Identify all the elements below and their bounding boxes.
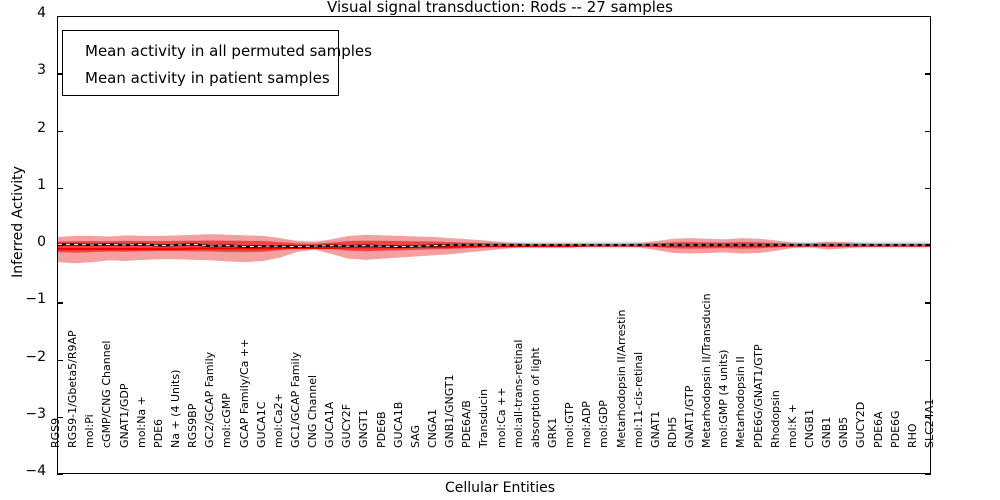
- x-tick-label: PDE6A: [871, 411, 885, 448]
- x-tick-label: GUCY2D: [854, 401, 868, 448]
- x-tick-label: mol:Ca ++: [494, 387, 508, 448]
- x-tick-label: CNGB1: [803, 409, 817, 448]
- x-tick-label: Transducin: [477, 388, 491, 448]
- x-tick-label: GNAT1: [648, 410, 662, 448]
- x-tick-label: CNG Channel: [306, 374, 320, 448]
- x-tick-label: GUCA1C: [254, 401, 268, 448]
- plot-svg: [58, 234, 930, 264]
- y-tick-mark: [57, 474, 63, 476]
- y-tick-mark: [925, 416, 931, 419]
- x-tick-label: Na + (4 Units): [168, 369, 182, 448]
- y-tick-mark: [925, 245, 931, 247]
- y-tick-mark: [57, 302, 63, 304]
- x-tick-label: GNB1: [820, 416, 834, 448]
- x-tick-label: GUCA1B: [391, 401, 405, 448]
- y-tick-label: −4: [25, 463, 46, 479]
- x-tick-label: mol:ADP: [580, 401, 594, 448]
- x-tick-label: mol:GMP (4 units): [717, 349, 731, 448]
- x-tick-label: SLC24A1: [923, 398, 936, 448]
- y-tick-mark: [57, 245, 63, 247]
- y-tick-mark: [925, 187, 931, 190]
- y-tick-label: 4: [37, 5, 46, 21]
- x-tick-label: RGS9: [49, 417, 62, 448]
- x-tick-label: Rhodopsin: [768, 390, 782, 448]
- x-tick-label: CNGA1: [426, 409, 440, 448]
- y-tick-mark: [925, 16, 931, 18]
- x-axis-label: Cellular Entities: [444, 480, 556, 496]
- y-tick-mark: [925, 359, 931, 361]
- y-tick-mark: [57, 130, 63, 132]
- x-tick-label: PDE6B: [374, 411, 388, 448]
- series-lines: [58, 244, 930, 249]
- x-tick-label: Metarhodopsin II/Arrestin: [614, 309, 628, 448]
- y-tick-label: 0: [37, 234, 46, 250]
- x-tick-label: RGS9BP: [186, 403, 200, 448]
- legend-label-patient: Mean activity in patient samples: [85, 68, 330, 87]
- x-tick-label: GUCY2F: [340, 403, 354, 448]
- y-tick-mark: [57, 73, 63, 75]
- legend-label-permuted: Mean activity in all permuted samples: [85, 41, 372, 60]
- x-tick-label: Metarhodopsin II/Transducin: [700, 293, 714, 448]
- x-tick-label: mol:Pi: [83, 414, 97, 448]
- x-tick-label: RHO: [905, 423, 919, 448]
- x-tick-label: mol:GTP: [563, 402, 577, 448]
- y-tick-mark: [925, 73, 931, 75]
- chart-title: Visual signal transduction: Rods -- 27 s…: [327, 0, 673, 16]
- x-tick-label: RGS9-1/Gbeta5/R9AP: [66, 330, 80, 448]
- y-tick-label: −3: [25, 405, 46, 422]
- x-tick-label: GNB5: [837, 416, 851, 448]
- x-tick-label: GC2/GCAP Family: [203, 351, 217, 448]
- x-tick-label: PDE6A/B: [460, 400, 474, 448]
- y-tick-label: 2: [37, 119, 46, 136]
- x-tick-label: absorption of light: [528, 347, 542, 448]
- y-tick-mark: [925, 474, 931, 476]
- x-tick-label: cGMP/CNG Channel: [100, 340, 114, 449]
- patient-confidence-band: [58, 234, 930, 264]
- x-tick-label: mol:GDP: [597, 400, 611, 448]
- x-tick-label: GNAT1/GTP: [683, 385, 697, 448]
- y-tick-mark: [57, 187, 63, 190]
- legend-item-patient: Mean activity in patient samples: [73, 64, 330, 91]
- y-tick-label: 3: [37, 62, 46, 79]
- x-tick-label: GCAP Family/Ca ++: [237, 338, 251, 448]
- y-tick-mark: [57, 416, 63, 419]
- x-tick-label: GNAT1/GDP: [117, 383, 131, 448]
- x-tick-label: PDE6G/GNAT1/GTP: [751, 344, 765, 448]
- y-tick-label: 1: [37, 176, 46, 193]
- y-tick-mark: [57, 16, 63, 18]
- permuted-mean-line-dash: [58, 244, 930, 246]
- x-tick-label: mol:Na +: [134, 396, 148, 448]
- x-tick-label: GUCA1A: [323, 401, 337, 448]
- x-tick-label: mol:K +: [785, 403, 799, 448]
- legend-item-permuted: Mean activity in all permuted samples: [73, 37, 372, 64]
- x-tick-label: PDE6G: [888, 410, 902, 448]
- x-tick-label: GNGT1: [357, 409, 371, 448]
- x-tick-label: mol:Ca2+: [271, 393, 285, 448]
- x-tick-label: mol:all-trans-retinal: [511, 339, 525, 448]
- y-tick-mark: [57, 359, 63, 361]
- y-tick-mark: [925, 302, 931, 304]
- x-tick-label: RDH5: [665, 416, 679, 448]
- x-tick-label: GRK1: [545, 417, 559, 448]
- legend: Mean activity in all permuted samples Me…: [62, 30, 372, 96]
- x-tick-label: mol:11-cis-retinal: [631, 351, 645, 448]
- x-tick-label: mol:cGMP: [220, 393, 234, 448]
- x-tick-label: SAG: [408, 424, 422, 448]
- y-tick-label: −1: [25, 291, 46, 308]
- x-tick-label: GNB1/GNGT1: [443, 374, 457, 448]
- x-tick-label: PDE6: [151, 418, 165, 448]
- y-tick-mark: [925, 130, 931, 132]
- y-tick-label: −2: [25, 348, 46, 365]
- x-tick-label: Metarhodopsin II: [734, 356, 748, 448]
- x-tick-label: GC1/GCAP Family: [288, 351, 302, 448]
